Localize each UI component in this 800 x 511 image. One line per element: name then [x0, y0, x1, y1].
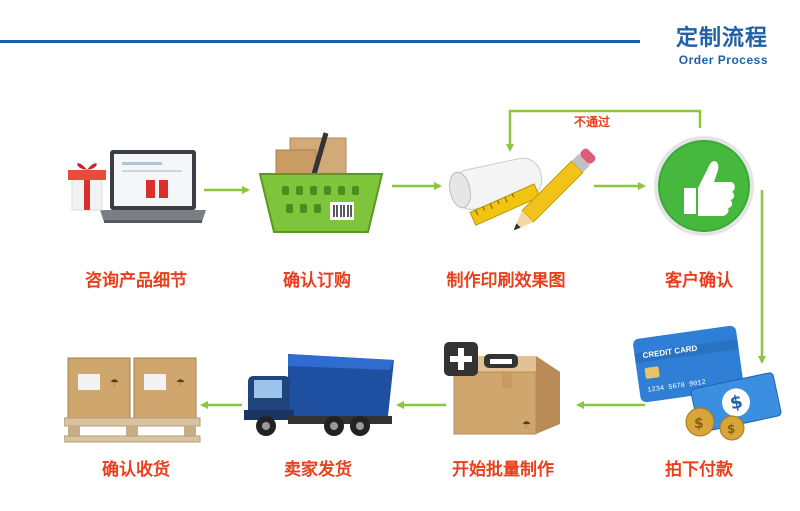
svg-text:$: $: [728, 391, 745, 414]
step-label-customer-confirm: 客户确认: [665, 271, 733, 291]
laptop-gift-icon: [68, 150, 206, 223]
step-label-shipping: 卖家发货: [284, 460, 352, 480]
step-label-consult: 咨询产品细节: [85, 271, 187, 291]
svg-text:☂: ☂: [522, 420, 531, 431]
svg-text:$: $: [727, 422, 735, 436]
header-divider: [0, 40, 640, 43]
rejected-label: 不通过: [574, 115, 611, 129]
thumbs-up-icon: [654, 136, 754, 236]
arrow-feedback-loop: [506, 109, 702, 152]
step-label-confirm-order: 确认订购: [283, 271, 351, 291]
step-label-payment: 拍下付款: [665, 460, 733, 480]
svg-text:$: $: [694, 416, 704, 432]
page-title: 定制流程: [675, 26, 768, 51]
pallet-boxes-icon: ☂ ☂: [64, 357, 201, 443]
svg-text:☂: ☂: [176, 378, 185, 389]
credit-card-icon: CREDIT CARD 1234 5678 9012 $ $ $: [633, 325, 782, 441]
step-label-receipt: 确认收货: [102, 460, 170, 480]
step-label-production: 开始批量制作: [452, 460, 554, 480]
step-label-make-proof: 制作印刷效果图: [446, 271, 566, 291]
page-subtitle: Order Process: [678, 53, 768, 67]
pencil-ruler-icon: [449, 148, 596, 231]
box-plus-icon: ☂: [444, 342, 560, 435]
svg-text:☂: ☂: [110, 378, 119, 389]
shopping-basket-icon: [258, 132, 384, 233]
delivery-truck-icon: [244, 354, 394, 436]
